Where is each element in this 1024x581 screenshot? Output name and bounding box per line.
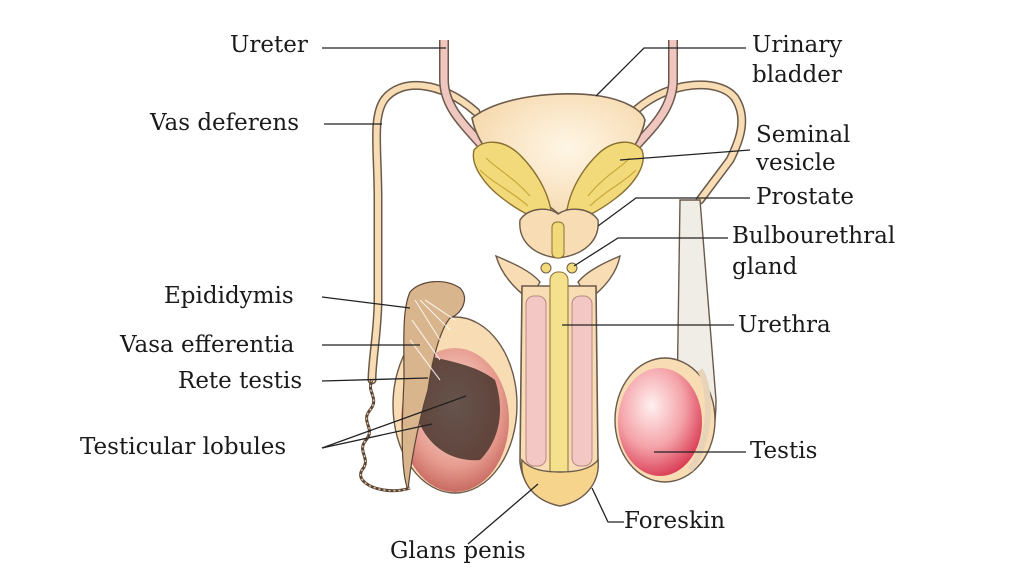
label-urinary-bladder-line2: bladder xyxy=(752,62,842,88)
label-testis: Testis xyxy=(750,438,818,464)
glans-shape xyxy=(521,458,599,507)
label-testicular-lobules: Testicular lobules xyxy=(80,434,287,460)
label-vas-deferens: Vas deferens xyxy=(150,110,300,136)
label-vasa-efferentia: Vasa efferentia xyxy=(120,332,295,358)
label-urethra: Urethra xyxy=(738,312,831,338)
label-seminal-vesicle-line2: vesicle xyxy=(756,150,836,176)
urethra-prostatic xyxy=(551,221,565,259)
label-foreskin: Foreskin xyxy=(624,508,726,534)
leader-prostate xyxy=(597,197,750,227)
leader-seminal-vesicle xyxy=(619,149,751,161)
leader-epididymis xyxy=(321,296,411,309)
corpus-right xyxy=(571,295,593,467)
corpus-left xyxy=(525,295,547,467)
bulbourethral-gland-left xyxy=(540,262,552,274)
label-glans-penis: Glans penis xyxy=(390,538,526,564)
label-prostate: Prostate xyxy=(756,184,854,210)
urethra-penile xyxy=(549,271,569,483)
leader-rete-testis xyxy=(321,377,429,382)
vas-deferens-right xyxy=(631,80,747,205)
leader-lines xyxy=(321,47,751,545)
leader-glans-penis xyxy=(467,483,539,545)
label-rete-testis: Rete testis xyxy=(178,368,303,394)
label-urinary-bladder-line1: Urinary xyxy=(752,32,843,58)
label-bulbourethral-line2: gland xyxy=(732,254,798,280)
leader-testicular-lobules-a xyxy=(321,395,467,449)
leader-testicular-lobules-b xyxy=(321,423,433,449)
leader-bulbourethral xyxy=(573,237,728,267)
leader-foreskin xyxy=(591,487,624,523)
leader-urinary-bladder xyxy=(595,47,746,97)
epididymis-left xyxy=(401,281,465,491)
label-epididymis: Epididymis xyxy=(164,283,294,309)
label-bulbourethral-line1: Bulbourethral xyxy=(732,223,896,249)
vas-coils xyxy=(359,379,411,493)
label-seminal-vesicle-line1: Seminal xyxy=(756,122,851,148)
label-ureter: Ureter xyxy=(230,32,308,58)
